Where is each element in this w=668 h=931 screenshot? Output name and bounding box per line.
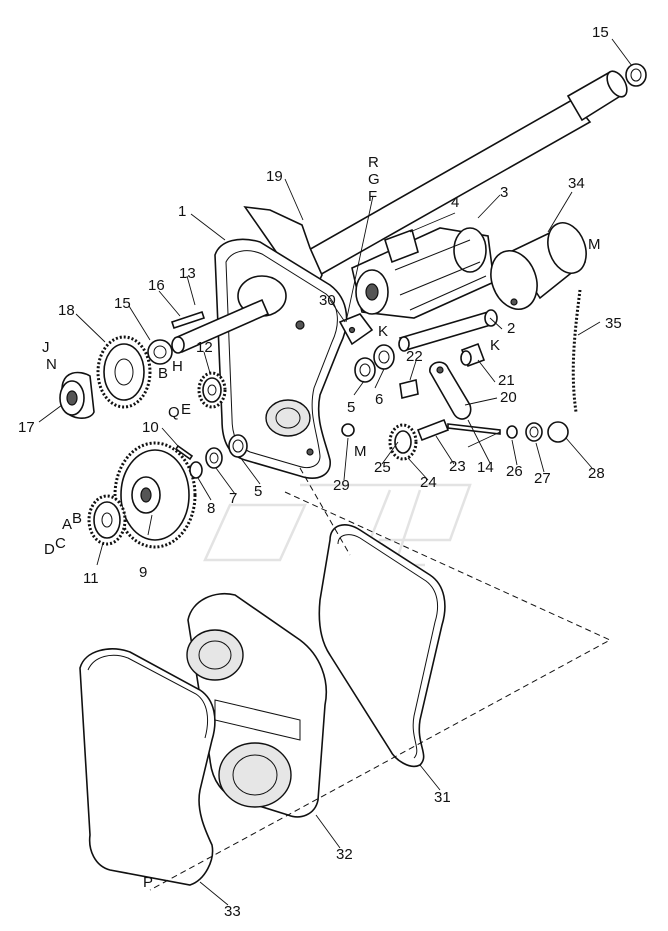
label-1: 1	[178, 203, 186, 220]
label-3: 3	[500, 184, 508, 201]
label-28: 28	[588, 465, 605, 482]
label-9: 9	[139, 564, 147, 581]
part-number-labels: 15 1 2 3 4 5 5 6 7 8 9 10 11 12 13 14 15…	[18, 24, 622, 920]
letter-R: R	[368, 154, 379, 171]
label-7: 7	[229, 490, 237, 507]
letter-E: E	[181, 401, 191, 418]
gasket-31	[318, 524, 446, 768]
electric-motor-34	[490, 222, 587, 310]
label-15b: 15	[114, 295, 131, 312]
label-35: 35	[605, 315, 622, 332]
shaft-13	[171, 298, 270, 354]
letter-G: G	[368, 171, 380, 188]
connection-letter-labels: R G F M M K K J N B H Q E A B D C P	[42, 154, 601, 891]
gasket-33	[79, 648, 216, 886]
pin-10	[174, 444, 194, 461]
letter-H: H	[172, 358, 183, 375]
bearing-5-upper	[354, 357, 376, 383]
label-30: 30	[319, 292, 336, 309]
label-19: 19	[266, 168, 283, 185]
chain-35	[571, 289, 582, 413]
letter-K-bracket: K	[378, 323, 388, 340]
letter-N: N	[46, 356, 57, 373]
drive-shaft-tube	[298, 70, 628, 278]
bearing-6	[373, 344, 395, 370]
letter-C: C	[55, 535, 66, 552]
sprocket-11	[87, 494, 127, 546]
nut-29	[341, 423, 355, 437]
letter-A: A	[62, 516, 72, 533]
label-13: 13	[179, 265, 196, 282]
hub-17	[59, 371, 95, 419]
label-21: 21	[498, 372, 515, 389]
label-33: 33	[224, 903, 241, 920]
gear-9	[113, 441, 197, 549]
washer-8	[189, 461, 203, 479]
bearing-5-lower	[228, 434, 248, 458]
label-24: 24	[420, 474, 437, 491]
bushing-15-top	[625, 63, 647, 87]
label-20: 20	[500, 389, 517, 406]
spring-27	[525, 422, 543, 442]
letter-K-pin: K	[490, 337, 500, 354]
label-23: 23	[449, 458, 466, 475]
label-22: 22	[406, 348, 423, 365]
gear-12	[197, 371, 227, 409]
leader-lines	[38, 38, 633, 906]
tensioner-arm-20	[429, 361, 472, 420]
sprocket-18	[96, 335, 152, 409]
letter-B-upper: B	[158, 365, 168, 382]
label-17: 17	[18, 419, 35, 436]
sprocket-24	[388, 423, 418, 461]
shaft-23	[416, 418, 450, 442]
cap-28	[547, 421, 569, 443]
label-5b: 5	[254, 483, 262, 500]
label-10: 10	[142, 419, 159, 436]
reference-lines	[149, 467, 612, 891]
label-5a: 5	[347, 399, 355, 416]
label-15: 15	[592, 24, 609, 41]
key-16	[170, 310, 206, 330]
label-32: 32	[336, 846, 353, 863]
letter-F: F	[368, 188, 377, 205]
letter-M-nut: M	[354, 443, 367, 460]
letter-B-lower: B	[72, 510, 82, 527]
label-31: 31	[434, 789, 451, 806]
label-4: 4	[451, 194, 459, 211]
label-26: 26	[506, 463, 523, 480]
label-34: 34	[568, 175, 585, 192]
label-6: 6	[375, 391, 383, 408]
label-11: 11	[83, 570, 99, 587]
cover-32	[186, 593, 327, 818]
nut-26	[506, 425, 518, 439]
label-2: 2	[507, 320, 515, 337]
bracket-30	[338, 313, 374, 346]
letter-M-motor: M	[588, 236, 601, 253]
label-25: 25	[374, 459, 391, 476]
label-18: 18	[58, 302, 75, 319]
shaft-2	[398, 309, 498, 352]
bushing-15	[147, 339, 173, 365]
label-8: 8	[207, 500, 215, 517]
label-29: 29	[333, 477, 350, 494]
label-27: 27	[534, 470, 551, 487]
letter-Q: Q	[168, 404, 180, 421]
label-14: 14	[477, 459, 494, 476]
label-16: 16	[148, 277, 165, 294]
plate-22	[399, 379, 419, 399]
washer-7	[205, 447, 223, 469]
letter-D: D	[44, 541, 55, 558]
letter-J: J	[42, 339, 50, 356]
rod-14	[447, 423, 501, 435]
hydraulic-motor-3	[351, 227, 495, 319]
label-12: 12	[196, 339, 213, 356]
letter-P: P	[143, 874, 153, 891]
